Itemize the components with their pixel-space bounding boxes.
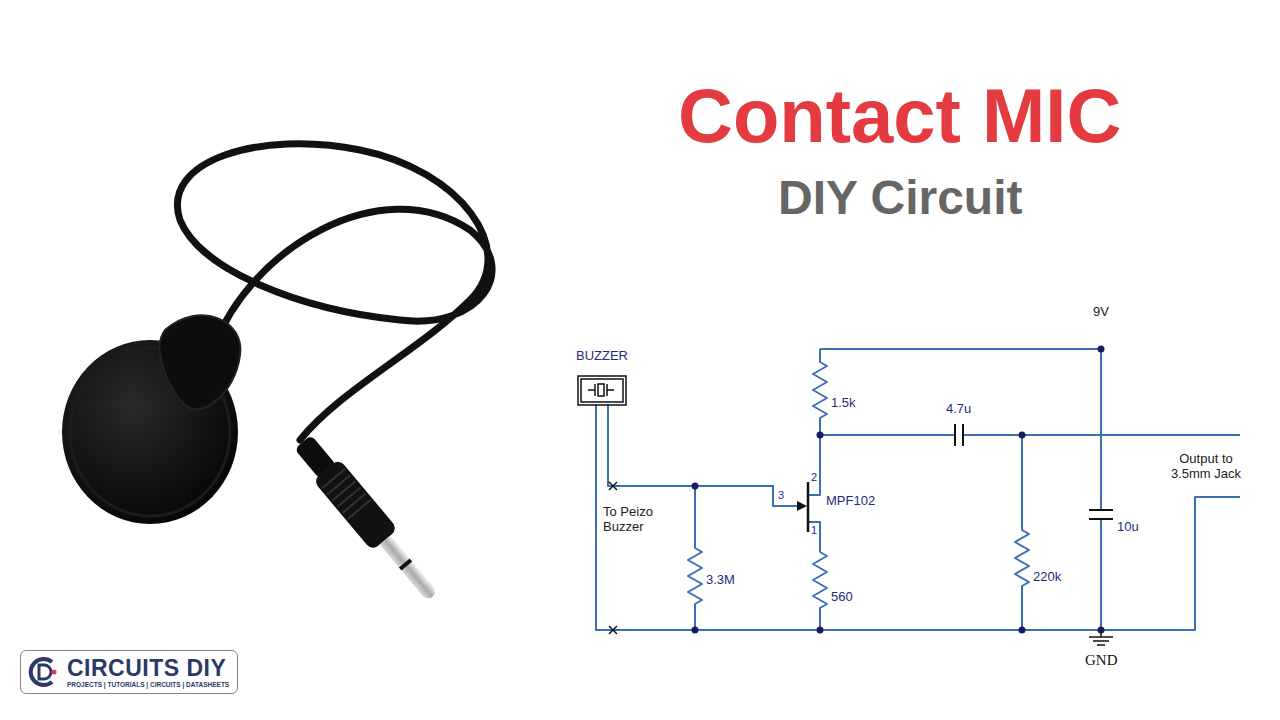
plug-ridges <box>348 500 371 519</box>
ground-symbol <box>1093 640 1109 642</box>
buzzer-symbol <box>578 376 626 405</box>
brand-name: CIRCUITS DIY <box>67 656 229 681</box>
capacitor-symbol <box>954 424 956 446</box>
junction-dots <box>817 432 824 439</box>
schematic-wires <box>596 349 1240 630</box>
plug-ring <box>399 558 412 570</box>
pin-number: 1 <box>811 524 817 537</box>
junction-dots <box>692 627 699 634</box>
resistor-symbol <box>1015 435 1029 630</box>
gate-wire <box>608 405 798 506</box>
supply-label: 9V <box>1093 305 1109 320</box>
buzzer-symbol <box>581 379 623 402</box>
plug-ridges <box>322 469 371 519</box>
output-label: Output to 3.5mm Jack <box>1160 452 1252 482</box>
junction-dots <box>1098 346 1105 353</box>
plug-ridges <box>332 481 355 500</box>
plug-tip <box>417 580 438 601</box>
resistor-symbol <box>813 349 827 435</box>
logo-icon <box>31 659 52 685</box>
cut-marks <box>609 482 617 490</box>
component-value: 560 <box>831 590 853 605</box>
component-value: 4.7u <box>946 402 971 417</box>
supply-rail <box>820 349 1101 510</box>
junction-dots <box>692 346 1105 634</box>
junction-dots <box>817 627 824 634</box>
logo-icon <box>26 654 62 690</box>
cut-marks <box>609 482 617 490</box>
plug-sleeve <box>380 536 428 589</box>
buzzer-symbol <box>598 384 604 396</box>
resistor-symbol <box>813 552 827 630</box>
pin-number: 3 <box>778 489 784 502</box>
junction-dots <box>1019 627 1026 634</box>
component-value: 1.5k <box>831 396 856 411</box>
jfet-symbol <box>797 482 808 532</box>
component-value: 220k <box>1033 570 1061 585</box>
component-value: 3.3M <box>706 573 735 588</box>
junction-dots <box>692 483 699 490</box>
ground-symbol <box>1100 630 1102 637</box>
component-value: 10u <box>1117 520 1139 535</box>
buzzer-symbol <box>607 389 614 391</box>
logo-icon <box>39 665 51 679</box>
capacitor-symbol <box>1089 518 1113 520</box>
ground-label: GND <box>1085 652 1118 669</box>
jack-plug <box>290 431 446 608</box>
capacitor-symbol <box>962 424 964 446</box>
buzzer-symbol <box>594 384 596 396</box>
contact-mic-illustration <box>62 144 492 608</box>
plug-ridges <box>338 487 361 506</box>
gate-arrow <box>797 501 807 511</box>
title: Contact MIC <box>678 72 1121 159</box>
ground-symbol <box>1097 644 1105 646</box>
note-label: To Peizo Buzzer <box>603 505 665 535</box>
part-name: BUZZER <box>576 349 628 364</box>
plug-ridges <box>327 475 350 494</box>
drain-wire <box>808 435 820 495</box>
brand-tagline: PROJECTS | TUTORIALS | CIRCUITS | DATASH… <box>67 681 229 688</box>
ground-rail <box>596 405 1240 630</box>
junction-dots <box>1019 432 1026 439</box>
subtitle: DIY Circuit <box>778 170 1023 225</box>
buzzer-symbol <box>578 376 626 405</box>
signal-wire <box>963 434 1240 436</box>
jfet-channel <box>807 482 810 532</box>
mic-bump <box>160 315 241 409</box>
plug-ridges <box>322 469 345 488</box>
capacitor-symbol <box>1089 509 1113 511</box>
plug-ridges <box>343 494 366 513</box>
ground-symbol <box>1089 630 1113 645</box>
buzzer-symbol <box>588 389 595 391</box>
cut-marks <box>609 626 617 634</box>
capacitor-symbol <box>955 424 1113 519</box>
cut-marks <box>609 626 617 634</box>
logo-icon <box>52 670 57 675</box>
resistor-symbol <box>688 486 702 630</box>
part-name: MPF102 <box>826 494 875 509</box>
logo-box: CIRCUITS DIYPROJECTS | TUTORIALS | CIRCU… <box>20 650 238 694</box>
supply-rail-lower <box>1100 519 1102 630</box>
pin-number: 2 <box>811 471 817 484</box>
source-wire <box>808 522 820 552</box>
plug-body <box>313 459 398 551</box>
signal-wire <box>820 434 955 436</box>
